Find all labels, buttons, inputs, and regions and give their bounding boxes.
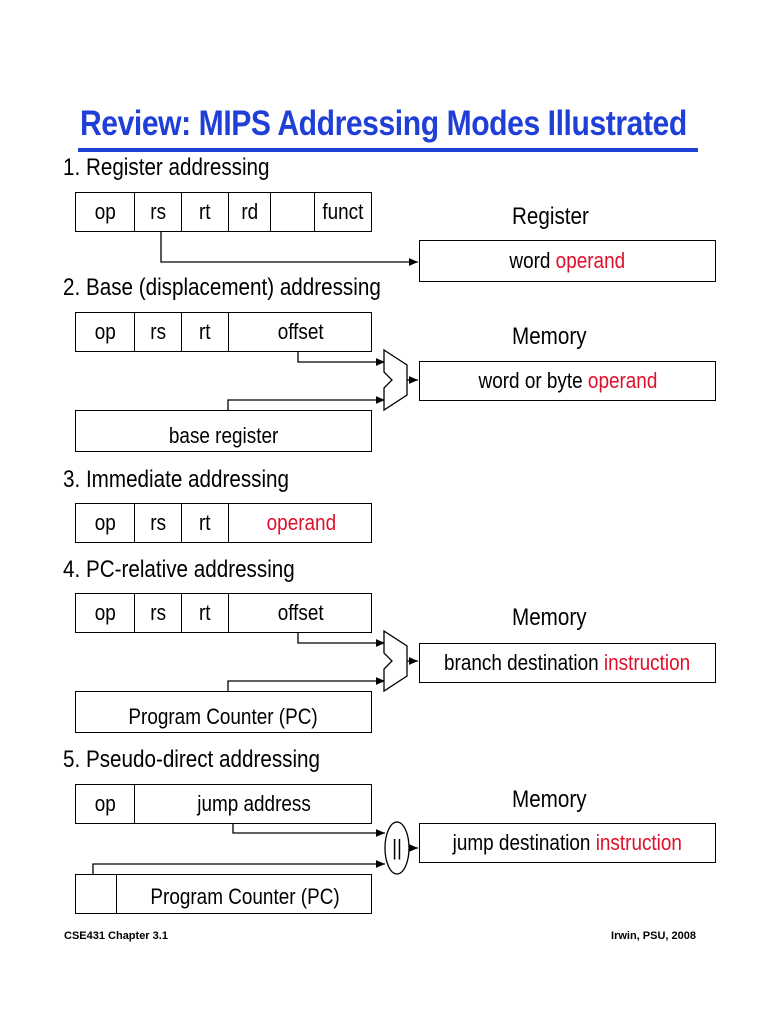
field-rs: rs <box>134 313 181 351</box>
field-operand: operand <box>228 504 373 542</box>
field-op: op <box>94 600 116 625</box>
register-target: word operand <box>419 240 716 282</box>
memory-target-2: word or byte operand <box>419 361 716 401</box>
program-counter-box-5: Program Counter (PC) <box>75 874 372 914</box>
memory-label-5: Memory <box>512 786 587 813</box>
footer-author: Irwin, PSU, 2008 <box>611 930 696 942</box>
adder-2 <box>383 348 408 412</box>
wire-pc-5 <box>92 860 385 874</box>
footer-course: CSE431 Chapter 3.1 <box>64 930 168 942</box>
target-highlight: operand <box>555 248 626 273</box>
mode-5-instruction: op jump address <box>75 784 372 824</box>
title-underline <box>78 148 698 152</box>
field-offset: offset <box>228 594 373 632</box>
program-counter-label: Program Counter (PC) <box>128 704 319 729</box>
base-register-label: base register <box>168 423 279 448</box>
field-rt: rt <box>181 504 228 542</box>
field-op: op <box>94 319 116 344</box>
mode-3-instruction: op rs rt operand <box>75 503 372 543</box>
mode-1-heading: 1. Register addressing <box>63 154 270 181</box>
concat-symbol: || <box>392 835 402 860</box>
field-rs: rs <box>134 504 181 542</box>
field-funct: funct <box>314 193 373 231</box>
mode-5-heading: 5. Pseudo-direct addressing <box>63 746 321 773</box>
field-rt: rt <box>181 313 228 351</box>
target-highlight: instruction <box>595 830 683 855</box>
field-shamt <box>270 193 314 231</box>
program-counter-label-5: Program Counter (PC) <box>116 875 373 913</box>
target-text: branch destination <box>444 650 605 675</box>
field-rd: rd <box>228 193 270 231</box>
field-op: op <box>94 510 116 535</box>
mode-4-heading: 4. PC-relative addressing <box>63 556 295 583</box>
mode-2-heading: 2. Base (displacement) addressing <box>63 274 381 301</box>
slide-title: Review: MIPS Addressing Modes Illustrate… <box>80 104 687 143</box>
field-offset: offset <box>228 313 373 351</box>
field-rt: rt <box>181 193 228 231</box>
target-text: jump destination <box>452 830 596 855</box>
base-register-box: base register <box>75 410 372 452</box>
wire-offset-2 <box>297 352 385 366</box>
target-highlight: instruction <box>604 650 691 675</box>
wire-jump-5 <box>232 824 385 837</box>
field-op: op <box>94 791 116 816</box>
target-text: word or byte <box>478 368 588 393</box>
field-op: op <box>94 199 116 224</box>
wire-pc-4 <box>227 677 385 691</box>
mode-1-instruction: op rs rt rd funct <box>75 192 372 232</box>
wire-base-2 <box>227 396 385 410</box>
target-highlight: operand <box>587 368 657 393</box>
memory-target-4: branch destination instruction <box>419 643 716 683</box>
field-rt: rt <box>181 594 228 632</box>
memory-label-4: Memory <box>512 604 587 631</box>
mode-4-instruction: op rs rt offset <box>75 593 372 633</box>
wire-register <box>160 232 418 266</box>
program-counter-box: Program Counter (PC) <box>75 691 372 733</box>
mode-2-instruction: op rs rt offset <box>75 312 372 352</box>
field-jump-address: jump address <box>134 785 373 823</box>
field-rs: rs <box>134 594 181 632</box>
field-rs: rs <box>134 193 181 231</box>
memory-label-2: Memory <box>512 323 587 350</box>
memory-target-5: jump destination instruction <box>419 823 716 863</box>
register-label: Register <box>512 203 589 230</box>
mode-3-heading: 3. Immediate addressing <box>63 466 290 493</box>
adder-4 <box>383 629 408 693</box>
target-text: word <box>509 248 556 273</box>
wire-offset-4 <box>297 632 385 647</box>
